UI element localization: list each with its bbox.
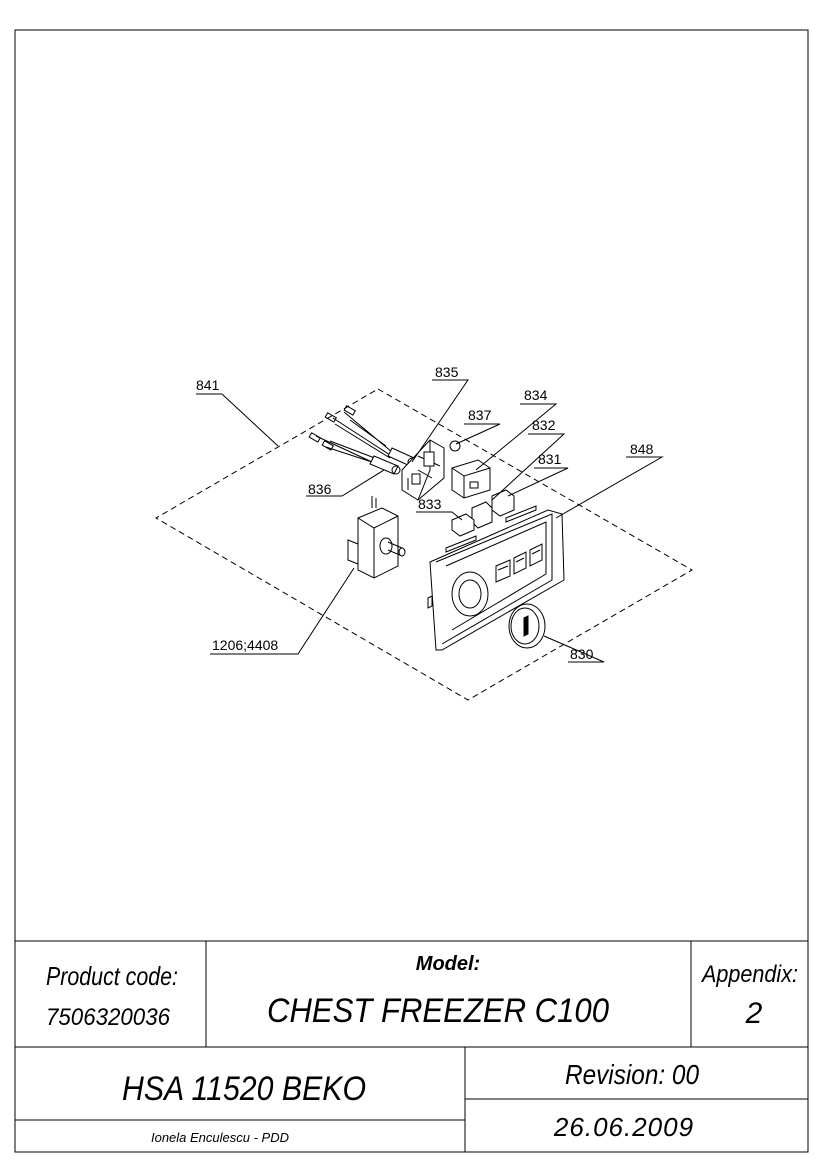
callout-830: 830 — [570, 646, 594, 662]
callout-832: 832 — [532, 417, 556, 433]
sheet-border — [14, 29, 809, 1153]
title-block-text: Product code: 7506320036 Model: CHEST FR… — [46, 953, 798, 1145]
product-code-label: Product code: — [46, 961, 178, 991]
switch-housing-part — [401, 439, 445, 501]
callout-837: 837 — [468, 407, 492, 423]
button-part-833 — [451, 513, 475, 537]
leader-836 — [306, 469, 385, 497]
callout-834: 834 — [524, 387, 548, 403]
callout-836: 836 — [308, 481, 332, 497]
model-value: CHEST FREEZER C100 — [267, 992, 609, 1030]
callout-833: 833 — [418, 496, 442, 512]
wiring-harness-part — [308, 405, 417, 475]
leader-841 — [196, 393, 279, 447]
leader-837 — [455, 423, 501, 445]
revision-date: 26.06.2009 — [553, 1112, 694, 1142]
control-panel-part — [427, 505, 565, 651]
hsa-code: HSA 11520 BEKO — [122, 1070, 366, 1108]
leader-848 — [555, 456, 664, 519]
leader-1206-4408 — [210, 567, 355, 655]
revision: Revision: 00 — [565, 1059, 699, 1090]
appendix-label: Appendix: — [700, 961, 798, 988]
appendix-value: 2 — [745, 997, 763, 1030]
switch-body-part — [451, 459, 491, 499]
button-part-832 — [471, 501, 493, 529]
leader-832 — [491, 433, 566, 501]
button-part-831 — [491, 489, 515, 517]
leader-831 — [507, 467, 569, 497]
product-code-value: 7506320036 — [46, 1004, 171, 1031]
callout-831: 831 — [538, 451, 562, 467]
callout-835: 835 — [435, 364, 459, 380]
leader-833 — [416, 511, 463, 521]
title-block — [15, 940, 808, 1152]
callout-1206-4408: 1206;4408 — [212, 637, 278, 653]
exploded-diagram — [155, 379, 693, 701]
leader-830 — [543, 635, 605, 663]
model-label: Model: — [416, 953, 480, 975]
leader-835 — [411, 379, 469, 463]
thermostat-part — [347, 496, 406, 579]
assembly-outline — [155, 388, 693, 701]
callout-841: 841 — [196, 377, 220, 393]
knob-part — [508, 603, 546, 649]
leader-834 — [475, 403, 558, 471]
callout-848: 848 — [630, 441, 654, 457]
author: Ionela Enculescu - PDD — [151, 1130, 289, 1145]
callout-labels: 841 835 834 837 832 831 848 836 833 1206… — [196, 364, 654, 662]
